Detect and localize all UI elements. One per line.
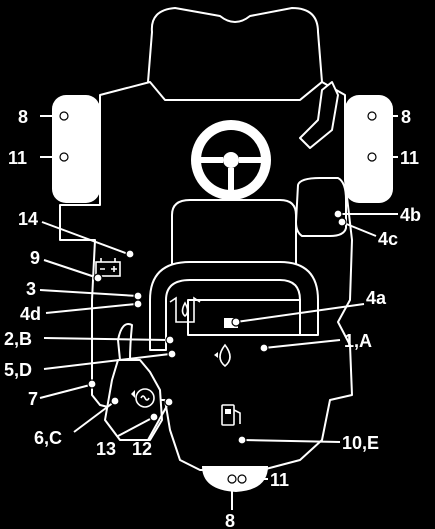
label-12: 12: [132, 439, 152, 459]
label-wheel-front-left-11: 11: [8, 148, 27, 168]
label-wheel-front-left-8: 8: [18, 107, 28, 127]
rops-frame: [149, 261, 319, 351]
grease-fitting-4a: [224, 318, 238, 328]
front-right-wheel: [345, 95, 393, 203]
label-14: 14: [18, 209, 38, 229]
hose: [117, 323, 133, 361]
label-wheel-front-right-11: 11: [400, 148, 419, 168]
steering-wheel-icon: [191, 120, 271, 200]
label-rear-11: 11: [270, 470, 289, 490]
front-left-wheel: [52, 95, 100, 203]
label-4d: 4d: [20, 304, 41, 324]
label-4c: 4c: [378, 229, 398, 249]
label-3: 3: [26, 279, 36, 299]
hydraulic-reservoir-icon: [169, 296, 201, 323]
hood: [171, 199, 297, 271]
seat: [147, 7, 323, 101]
machine-outline: [59, 7, 353, 471]
coolant-drop-icon: [214, 343, 231, 368]
side-panel: [295, 177, 347, 237]
label-13: 13: [96, 439, 116, 459]
label-10e: 10,E: [342, 433, 379, 453]
label-2b: 2,B: [4, 329, 32, 349]
battery-icon: [95, 258, 121, 277]
label-4a: 4a: [366, 288, 387, 308]
label-5d: 5,D: [4, 360, 32, 380]
engine-deck: [187, 299, 301, 336]
label-1a: 1,A: [344, 331, 372, 351]
label-wheel-front-right-8: 8: [401, 107, 411, 127]
steering-column: [299, 81, 339, 149]
label-7: 7: [28, 389, 38, 409]
label-4b: 4b: [400, 205, 421, 225]
label-9: 9: [30, 248, 40, 268]
leader-lines: [39, 115, 398, 510]
callout-labels: 8 11 8 11 14 9 3 4d 2,B 5,D 7 6,C 13 12 …: [4, 107, 421, 529]
oil-can-icon: [131, 388, 155, 408]
label-rear-8: 8: [225, 511, 235, 529]
callout-dots: [59, 111, 377, 484]
label-6c: 6,C: [34, 428, 62, 448]
fuel-pump-icon: [221, 404, 241, 426]
